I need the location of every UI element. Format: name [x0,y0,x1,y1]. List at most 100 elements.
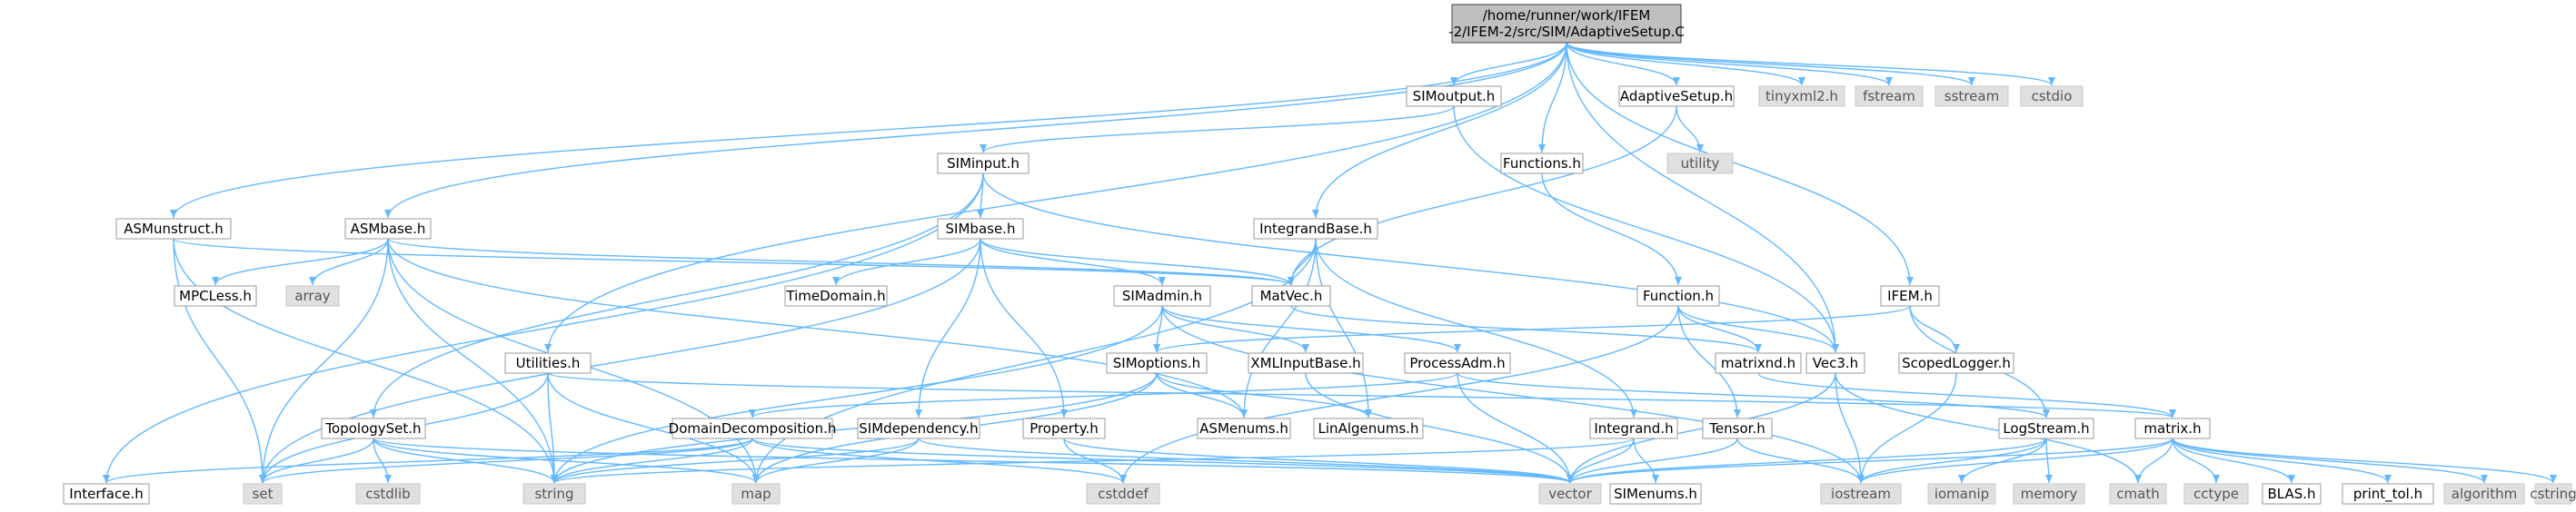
node-matrix[interactable]: matrix.h [2134,418,2211,439]
edge-root-to-cstdio [1566,42,2055,86]
node-label: set [253,486,274,502]
node-box [344,218,432,240]
node-fstream: fstream [1855,85,1924,107]
node-box [1404,352,1511,374]
node-xmlinputbase[interactable]: XMLInputBase.h [1248,352,1364,374]
node-label: ASMenums.h [1199,420,1288,437]
node-simadmin[interactable]: SIMadmin.h [1113,285,1211,307]
node-label: iostream [1831,486,1891,502]
edge-root-to-tinyxml2 [1566,42,1805,86]
node-box [1702,418,1773,439]
node-box [1589,418,1678,439]
node-simenums[interactable]: SIMenums.h [1609,483,1702,505]
node-cstdlib: cstdlib [355,483,421,505]
node-interface[interactable]: Interface.h [63,483,150,505]
node-processadm[interactable]: ProcessAdm.h [1404,352,1511,374]
edge-integrand-to-simenums [1633,438,1659,484]
node-functions[interactable]: Functions.h [1500,153,1584,174]
node-logstream[interactable]: LogStream.h [1998,418,2094,439]
edge-logstream-to-memory [2044,438,2053,484]
node-label: Tensor.h [1708,420,1765,437]
edge-asmbase-to-matvec [387,238,1295,286]
node-cstring: cstring [2530,483,2576,505]
node-adaptivesetup[interactable]: AdaptiveSetup.h [1618,85,1735,107]
node-label: vector [1548,486,1592,502]
node-label: SIMinput.h [947,155,1019,172]
edge-root-to-asmbase [384,42,1567,219]
node-mpcless[interactable]: MPCLess.h [174,285,257,307]
node-matrixnd[interactable]: matrixnd.h [1715,352,1802,374]
node-simoptions[interactable]: SIMoptions.h [1106,352,1208,374]
edge-simadmin-to-string [551,305,1163,484]
node-tensor[interactable]: Tensor.h [1702,418,1773,439]
node-box [1618,85,1735,107]
node-label: /home/runner/work/IFEM [1483,7,1651,24]
node-label: string [534,486,573,502]
edge-adaptivesetup-to-utility [1676,105,1704,153]
node-label: cstring [2530,486,2576,502]
node-siminput[interactable]: SIMinput.h [937,153,1029,174]
node-print-tol[interactable]: print_tol.h [2342,483,2434,505]
edge-simbase-to-simadmin [980,238,1166,286]
node-label: SIMadmin.h [1122,288,1202,304]
node-label: DomainDecomposition.h [669,420,837,437]
node-scopedlogger[interactable]: ScopedLogger.h [1898,352,2014,374]
edge-topologyset-to-cstdlib [373,438,392,484]
node-function[interactable]: Function.h [1636,285,1720,307]
edge-tensor-to-vector [1566,438,1738,484]
node-label: print_tol.h [2353,486,2422,503]
edge-property-to-vector [1063,438,1574,484]
edge-root-to-asmunstruct [170,42,1567,219]
node-ifem[interactable]: IFEM.h [1880,285,1940,307]
node-simdependency[interactable]: SIMdependency.h [857,418,980,439]
edge-topologyset-to-vector [373,438,1574,484]
node-utilities[interactable]: Utilities.h [504,352,592,374]
node-domaindecomposition[interactable]: DomainDecomposition.h [669,418,837,439]
edge-matrix-to-print-tol [2172,438,2392,484]
node-simbase[interactable]: SIMbase.h [937,218,1024,240]
edge-root-to-vec3 [1566,42,1839,353]
edge-vec3-to-iostream [1835,372,1865,484]
node-box [1880,285,1940,307]
edge-root-to-sstream [1566,42,1975,86]
node-label: fstream [1863,88,1915,104]
node-label: Interface.h [69,486,143,502]
node-simoutput[interactable]: SIMoutput.h [1406,85,1502,107]
edge-simadmin-to-xmlinputbase [1161,305,1309,353]
node-box [1086,483,1160,505]
node-vec3[interactable]: Vec3.h [1805,352,1865,374]
node-asmunstruct[interactable]: ASMunstruct.h [115,218,232,240]
node-label: ProcessAdm.h [1409,355,1505,371]
node-integrandbase[interactable]: IntegrandBase.h [1253,218,1378,240]
node-label: tinyxml2.h [1765,88,1838,104]
node-box [1609,483,1702,505]
edge-asmbase-to-string [387,238,558,484]
edge-asmunstruct-to-string [173,238,558,484]
edge-logstream-to-iostream [1857,438,2047,484]
node-asmenums[interactable]: ASMenums.h [1197,418,1291,439]
edge-simbase-to-timedomain [832,238,981,286]
node-box [937,153,1029,174]
edge-ifem-to-scopedlogger [1909,305,1960,353]
node-linalgenums[interactable]: LinAlgenums.h [1313,418,1424,439]
node-box [1106,352,1208,374]
edge-siminput-to-vec3 [982,172,1839,353]
node-label: BLAS.h [2267,486,2315,502]
node-property[interactable]: Property.h [1022,418,1106,439]
node-box [671,418,833,439]
node-topologyset[interactable]: TopologySet.h [321,418,426,439]
edge-simdependency-to-map [752,438,920,484]
edge-asmunstruct-to-matvec [173,238,1295,286]
node-blas[interactable]: BLAS.h [2262,483,2322,505]
edge-logstream-to-iomanip [1958,438,2047,484]
edge-matrix-to-cmath [2134,438,2173,484]
node-label: AdaptiveSetup.h [1620,88,1733,104]
node-array: array [285,285,340,307]
node-timedomain[interactable]: TimeDomain.h [784,285,888,307]
node-integrand[interactable]: Integrand.h [1589,418,1678,439]
edge-root-to-fstream [1566,42,1893,86]
node-box [1248,352,1364,374]
edge-simbase-to-property [980,238,1068,418]
node-asmbase[interactable]: ASMbase.h [344,218,432,240]
node-matvec[interactable]: MatVec.h [1251,285,1331,307]
